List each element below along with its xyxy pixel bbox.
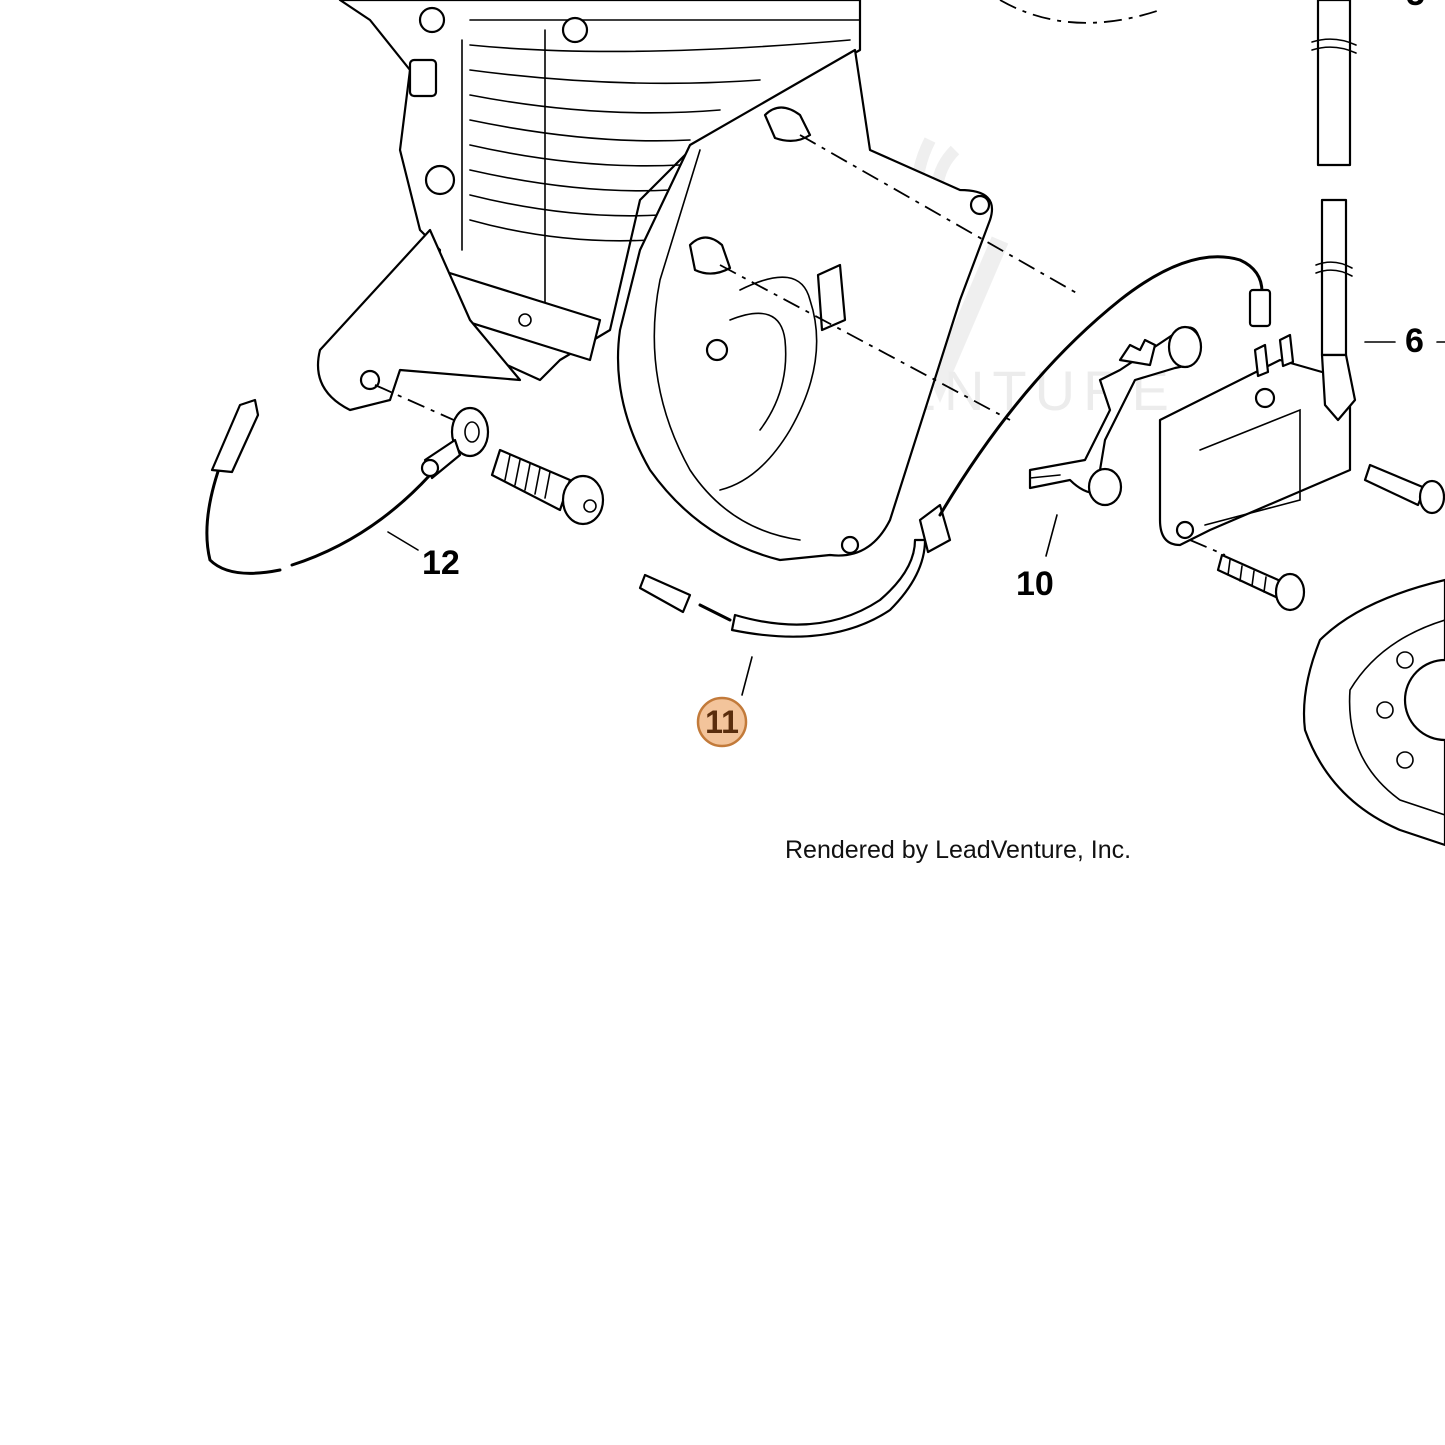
leader-lines [387,341,1445,696]
engine-mount-bracket [316,228,522,412]
screw-right-upper [1363,463,1445,515]
connector-wire [938,255,1272,517]
wire-part-11[interactable] [638,503,952,638]
spark-lead-part-5 [1311,0,1357,422]
flywheel [1302,578,1445,847]
callout-11[interactable]: 11 [705,704,739,740]
screw-left [490,448,605,526]
screw-right-lower [1216,553,1306,612]
callout-11-highlight[interactable]: 11 [696,696,748,748]
callout-12[interactable]: 12 [422,544,460,582]
callout-5[interactable]: 5 [1406,0,1425,13]
bracket-part-10 [1028,325,1203,507]
callout-6[interactable]: 6 [1405,322,1424,360]
engine-cylinder [338,0,862,382]
ignition-module-part-6 [1158,333,1352,547]
alignment-lines [374,0,1226,556]
fan-housing [616,48,993,562]
ground-wire-part-12 [205,398,490,575]
render-credit: Rendered by LeadVenture, Inc. [785,836,1131,864]
callout-10[interactable]: 10 [1016,565,1054,603]
